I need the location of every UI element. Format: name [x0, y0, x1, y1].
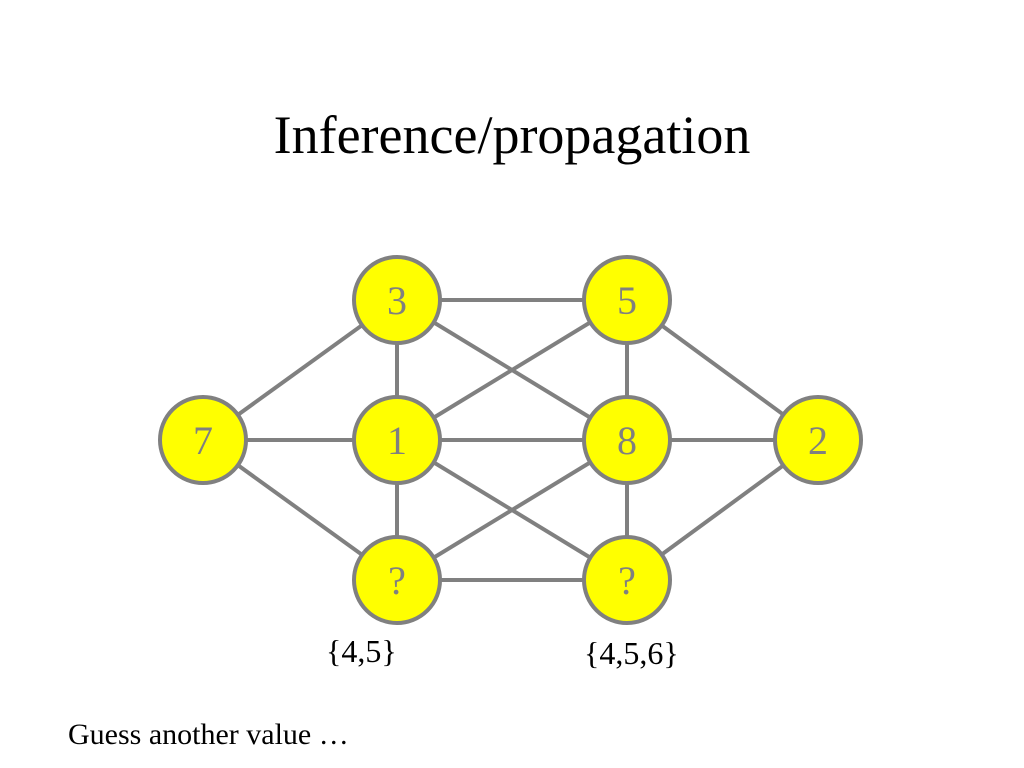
node-label: 2 — [808, 418, 828, 463]
node-n8: 8 — [582, 395, 672, 485]
node-label: 3 — [387, 278, 407, 323]
node-label: 8 — [617, 418, 637, 463]
node-n5: 5 — [582, 255, 672, 345]
node-circle — [352, 255, 442, 345]
node-circle — [352, 395, 442, 485]
node-circle — [582, 395, 672, 485]
node-circle — [352, 535, 442, 625]
node-n3: 3 — [352, 255, 442, 345]
node-label: 1 — [387, 418, 407, 463]
node-nq2: ? — [582, 535, 672, 625]
node-label: 5 — [617, 278, 637, 323]
slide-title: Inference/propagation — [273, 105, 751, 165]
node-label: ? — [618, 558, 636, 603]
graph-nodes: 7 3 1? 5 8? 2 — [158, 255, 863, 625]
domain-label-left: {4,5} — [326, 633, 397, 669]
node-n7: 7 — [158, 395, 248, 485]
footer-text: Guess another value … — [68, 718, 349, 751]
node-circle — [582, 535, 672, 625]
node-circle — [158, 395, 248, 485]
node-label: ? — [388, 558, 406, 603]
node-circle — [773, 395, 863, 485]
node-n2: 2 — [773, 395, 863, 485]
graph-edges — [201, 298, 820, 582]
node-circle — [582, 255, 672, 345]
node-label: 7 — [193, 418, 213, 463]
node-nq1: ? — [352, 535, 442, 625]
node-n1: 1 — [352, 395, 442, 485]
domain-label-right: {4,5,6} — [584, 635, 679, 671]
